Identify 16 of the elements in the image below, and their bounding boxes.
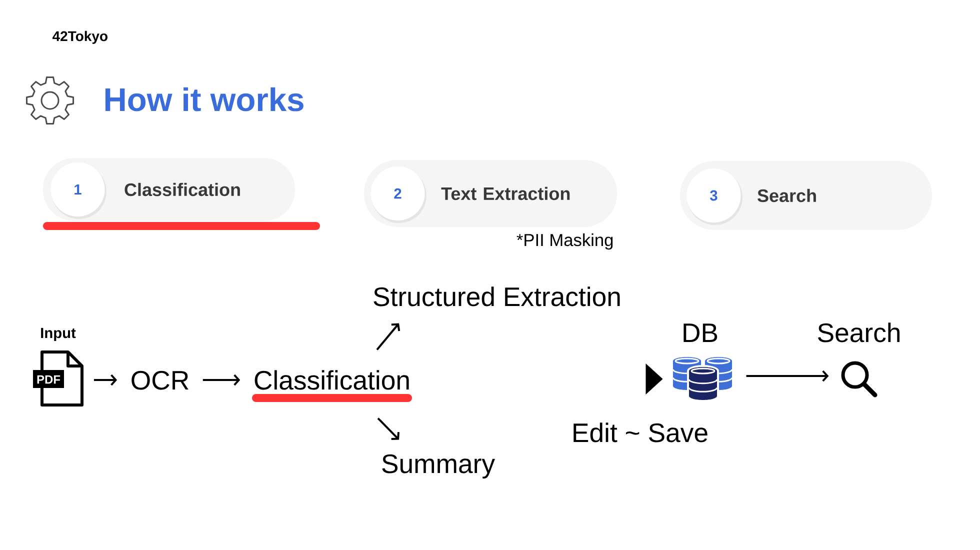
arrow <box>376 323 400 350</box>
arrow <box>202 374 240 386</box>
process-text: OCR <box>132 370 188 390</box>
edge-label: Edit ~ Save <box>570 421 710 444</box>
process-text: Structured Extraction <box>374 286 620 306</box>
process-text: Search <box>818 322 900 342</box>
process-text: Summary <box>382 454 495 479</box>
title: How it works <box>105 87 304 112</box>
process-text: DB <box>684 324 718 342</box>
arrow <box>94 374 118 386</box>
process-text: Classification <box>254 370 409 390</box>
header-text: 42Tokyo <box>52 30 108 44</box>
caption-text: Input <box>41 328 76 342</box>
arrow <box>377 418 400 440</box>
note-text: *PII Masking <box>516 233 613 250</box>
arrow <box>746 370 829 382</box>
